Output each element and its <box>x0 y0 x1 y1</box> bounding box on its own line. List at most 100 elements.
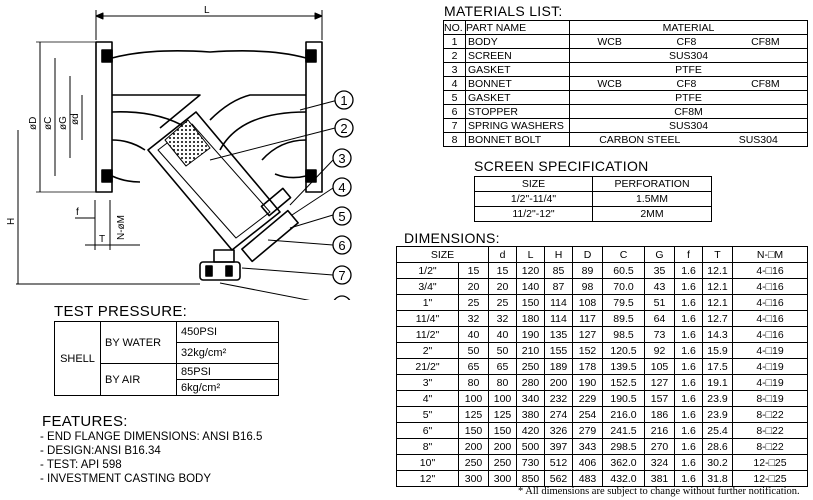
by-air-label: BY AIR <box>100 363 177 396</box>
callout-4: 4 <box>332 177 352 197</box>
dimensions-cell: 1.6 <box>674 358 703 375</box>
dimensions-cell: 190.5 <box>602 390 645 407</box>
dimensions-cell: 216.0 <box>602 406 645 423</box>
dimensions-cell: 98.5 <box>602 326 645 343</box>
callout-2: 2 <box>334 118 354 138</box>
dimensions-cell: 8-□22 <box>732 406 808 423</box>
material-value: WCB <box>597 77 622 90</box>
dimensions-cell: 279 <box>572 422 603 439</box>
dimensions-cell: 157 <box>644 390 675 407</box>
dimensions-cell: 397 <box>544 438 573 455</box>
dimensions-cell: 127 <box>644 374 675 391</box>
dimensions-header-0: SIZE <box>396 246 489 263</box>
dimensions-cell: 92 <box>644 342 675 359</box>
dimensions-cell: 4-□19 <box>732 342 808 359</box>
dimensions-cell: 65 <box>488 358 517 375</box>
callout-8: 8 <box>333 295 351 300</box>
dimensions-cell: 32 <box>488 310 517 327</box>
water-psi: 450PSI <box>176 321 279 343</box>
dimensions-cell: 87 <box>544 278 573 295</box>
air-kg: 6kg/cm² <box>176 379 279 396</box>
callout-6: 6 <box>332 235 352 255</box>
dimensions-cell: 43 <box>644 278 675 295</box>
dimensions-cell: 50 <box>488 342 517 359</box>
features-list: - END FLANGE DIMENSIONS: ANSI B16.5 - DE… <box>40 431 262 485</box>
screen-cell-size: 1/2"-11/4" <box>474 191 593 207</box>
y-strainer-drawing: L øD øC øG ød H f T N-øM 1 2 3 4 5 6 7 8 <box>6 5 354 300</box>
dim-label-D: øD <box>28 117 39 130</box>
dimensions-cell: 432.0 <box>602 470 645 487</box>
material-value: SUS304 <box>668 49 709 62</box>
dimensions-cell: 108 <box>572 294 603 311</box>
dimensions-cell: 186 <box>644 406 675 423</box>
dimensions-cell: 343 <box>572 438 603 455</box>
screen-cell-size: 11/2"-12" <box>474 206 593 222</box>
dimensions-header-7: f <box>674 246 703 263</box>
dimensions-cell: 105 <box>644 358 675 375</box>
dimensions-cell: 1.6 <box>674 390 703 407</box>
svg-text:1: 1 <box>340 93 347 108</box>
screen-cell-perforation: 2MM <box>592 206 712 222</box>
dim-label-H: H <box>6 218 17 225</box>
dimensions-cell: 4-□19 <box>732 358 808 375</box>
material-value: CF8M <box>674 105 703 118</box>
dimensions-cell: 17.5 <box>702 358 733 375</box>
dimensions-cell: 28.6 <box>702 438 733 455</box>
material-value: CF8M <box>751 35 780 48</box>
feature-item: - END FLANGE DIMENSIONS: ANSI B16.5 <box>40 431 263 443</box>
dimensions-cell: 135 <box>544 326 573 343</box>
dimensions-cell: 60.5 <box>602 262 645 279</box>
dimensions-cell: 4-□16 <box>732 326 808 343</box>
dimensions-cell: 15 <box>488 262 517 279</box>
dim-label-L: L <box>204 5 210 16</box>
dimensions-cell: 200 <box>544 374 573 391</box>
dimensions-cell: 562 <box>544 470 573 487</box>
svg-text:6: 6 <box>338 238 345 253</box>
dimensions-cell: 500 <box>516 438 545 455</box>
dimensions-cell: 80 <box>458 374 489 391</box>
screen-cell-perforation: 1.5MM <box>592 191 712 207</box>
dimensions-cell: 229 <box>572 390 603 407</box>
dimensions-cell: 280 <box>516 374 545 391</box>
dimensions-cell: 270 <box>644 438 675 455</box>
screen-header-size: SIZE <box>474 176 593 192</box>
svg-text:2: 2 <box>340 121 347 136</box>
dimensions-cell: 8" <box>396 438 459 455</box>
dimensions-header-4: D <box>572 246 603 263</box>
dimensions-cell: 406 <box>572 454 603 471</box>
screen-spec-title: SCREEN SPECIFICATION <box>474 158 649 174</box>
dimensions-cell: 12.1 <box>702 262 733 279</box>
dimensions-cell: 180 <box>516 310 545 327</box>
air-psi: 85PSI <box>176 363 279 380</box>
dimensions-header-6: G <box>644 246 675 263</box>
materials-cell-no: 1 <box>443 34 466 49</box>
svg-text:4: 4 <box>338 180 345 195</box>
feature-item: - DESIGN:ANSI B16.34 <box>40 445 161 457</box>
materials-cell-material: SUS304 <box>569 118 808 133</box>
dimensions-cell: 216 <box>644 422 675 439</box>
dimensions-cell: 114 <box>544 294 573 311</box>
dimensions-cell: 89 <box>572 262 603 279</box>
dimensions-cell: 152.5 <box>602 374 645 391</box>
dimensions-cell: 31.8 <box>702 470 733 487</box>
water-kg: 32kg/cm² <box>176 342 279 364</box>
dimensions-cell: 3" <box>396 374 459 391</box>
materials-header-part: PART NAME <box>465 20 570 35</box>
dimensions-cell: 1.6 <box>674 342 703 359</box>
materials-header-material: MATERIAL <box>569 20 808 35</box>
dimensions-cell: 250 <box>516 358 545 375</box>
dimensions-header-9: N-□M <box>732 246 808 263</box>
dimensions-cell: 12.1 <box>702 294 733 311</box>
dimensions-cell: 15.9 <box>702 342 733 359</box>
